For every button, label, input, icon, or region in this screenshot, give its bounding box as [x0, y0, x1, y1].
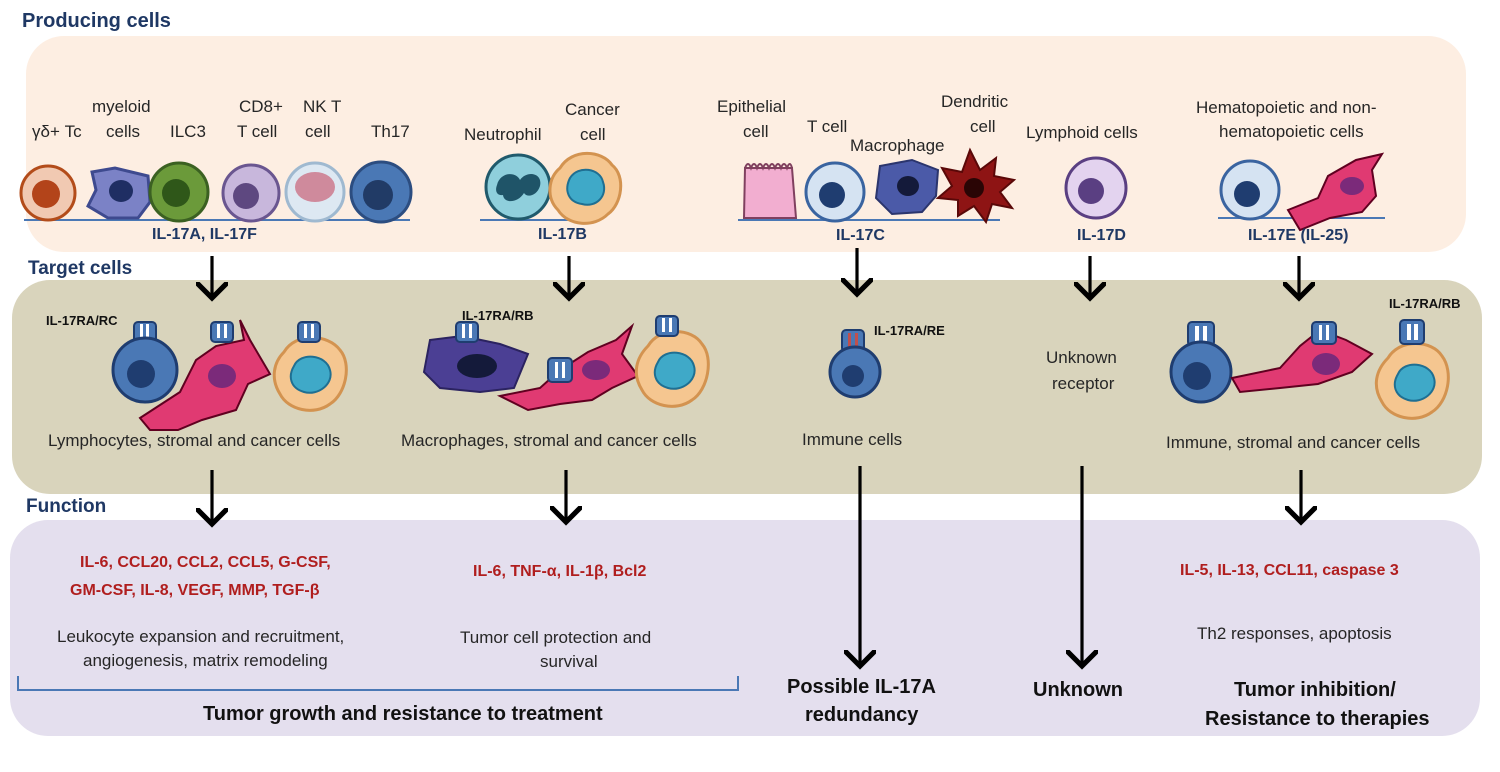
receptor-rarb-2: IL-17RA/RB [1389, 296, 1461, 311]
target-stromal-a-icon [138, 319, 272, 431]
label-cancer-1: Cancer [565, 100, 620, 119]
function-e: Th2 responses, apoptosis [1197, 624, 1392, 643]
hematopoietic-cell-icon [1219, 159, 1281, 221]
stromal-producer-icon [1286, 152, 1385, 232]
label-cd8-2: T cell [237, 122, 278, 141]
label-nkt-2: cell [305, 122, 331, 141]
function-heading: Function [26, 496, 107, 517]
target-desc-c: Immune cells [802, 430, 903, 449]
outcome-il17e-1: Tumor inhibition/ [1234, 679, 1396, 701]
mediators-a-1: IL-6, CCL20, CCL2, CCL5, G-CSF, [80, 554, 331, 571]
label-epithelial-2: cell [743, 122, 769, 141]
receptor-rare: IL-17RA/RE [874, 323, 945, 338]
epithelial-cell-icon [742, 163, 798, 219]
label-th17: Th17 [371, 122, 410, 141]
lymphoid-cell-icon [1064, 156, 1128, 220]
th17-cell-icon [349, 160, 413, 224]
function-a-1: Leukocyte expansion and recruitment, [57, 627, 345, 646]
label-myeloid-2: cells [106, 122, 141, 141]
cd8-cell-icon [221, 163, 281, 223]
label-epithelial-1: Epithelial [717, 97, 786, 116]
target-stromal-e-icon [1230, 321, 1374, 394]
outcome-il17c-1: Possible IL-17A [787, 676, 936, 698]
t-cell-icon [804, 161, 866, 223]
cytokine-il17e: IL-17E (IL-25) [1248, 227, 1349, 244]
label-dendritic-1: Dendritic [941, 92, 1009, 111]
target-lymphocyte-icon [111, 321, 179, 404]
label-myeloid-1: myeloid [92, 97, 151, 116]
producing-cells-heading: Producing cells [22, 10, 171, 32]
label-nkt-1: NK T [303, 97, 342, 116]
outcome-il17e-2: Resistance to therapies [1205, 708, 1430, 730]
neutrophil-cell-icon [484, 153, 552, 221]
receptor-unknown-2: receptor [1052, 374, 1115, 393]
receptor-rarb-1: IL-17RA/RB [462, 308, 534, 323]
target-stromal-b-icon [496, 322, 640, 412]
macrophage-cell-icon [874, 158, 940, 216]
function-b-1: Tumor cell protection and [460, 628, 652, 647]
target-cells-heading: Target cells [28, 258, 133, 279]
target-cancer-e-icon [1374, 319, 1450, 420]
baseline-lines [24, 217, 1385, 221]
outcome-il17d: Unknown [1033, 679, 1123, 701]
cancer-cell-icon [548, 151, 623, 225]
target-desc-b: Macrophages, stromal and cancer cells [401, 431, 697, 450]
flow-arrows [212, 248, 1301, 666]
mediators-e: IL-5, IL-13, CCL11, caspase 3 [1180, 562, 1399, 579]
target-macrophage-icon [422, 321, 530, 394]
ilc3-cell-icon [148, 161, 210, 223]
label-dendritic-2: cell [970, 117, 996, 136]
label-hematopoietic-2: hematopoietic cells [1219, 122, 1364, 141]
function-b-2: survival [540, 652, 598, 671]
target-desc-e: Immune, stromal and cancer cells [1166, 433, 1421, 452]
tumor-growth-bracket [17, 676, 739, 691]
cytokine-il17a-f: IL-17A, IL-17F [152, 226, 257, 243]
nkt-cell-icon [284, 161, 346, 223]
myeloid-cell-icon [86, 166, 152, 220]
function-a-2: angiogenesis, matrix remodeling [83, 651, 328, 670]
label-cd8-1: CD8+ [239, 97, 283, 116]
function-panel [10, 520, 1480, 736]
label-cancer-2: cell [580, 125, 606, 144]
target-immune-e-icon [1169, 321, 1233, 404]
label-gd-tc: γδ+ Tc [32, 122, 82, 141]
receptor-unknown-1: Unknown [1046, 348, 1117, 367]
outcome-tumor-growth: Tumor growth and resistance to treatment [203, 703, 603, 725]
label-hematopoietic-1: Hematopoietic and non- [1196, 98, 1377, 117]
label-macrophage: Macrophage [850, 136, 945, 155]
label-neutrophil: Neutrophil [464, 125, 542, 144]
gd-tc-cell-icon [19, 164, 77, 222]
dendritic-cell-icon [935, 147, 1017, 225]
receptor-rarc: IL-17RA/RC [46, 313, 118, 328]
mediators-a-2: GM-CSF, IL-8, VEGF, MMP, TGF-β [70, 582, 320, 599]
label-ilc3: ILC3 [170, 122, 206, 141]
label-lymphoid: Lymphoid cells [1026, 123, 1138, 142]
target-desc-a: Lymphocytes, stromal and cancer cells [48, 431, 341, 450]
label-t-cell: T cell [807, 117, 848, 136]
target-cancer-a-icon [272, 321, 348, 412]
target-immune-cell-icon [828, 329, 882, 399]
cytokine-il17c: IL-17C [836, 227, 885, 244]
target-cancer-b-icon [634, 315, 710, 408]
mediators-b: IL-6, TNF-α, IL-1β, Bcl2 [473, 563, 647, 580]
outcome-il17c-2: redundancy [805, 704, 919, 726]
cytokine-il17d: IL-17D [1077, 227, 1126, 244]
cytokine-il17b: IL-17B [538, 226, 587, 243]
